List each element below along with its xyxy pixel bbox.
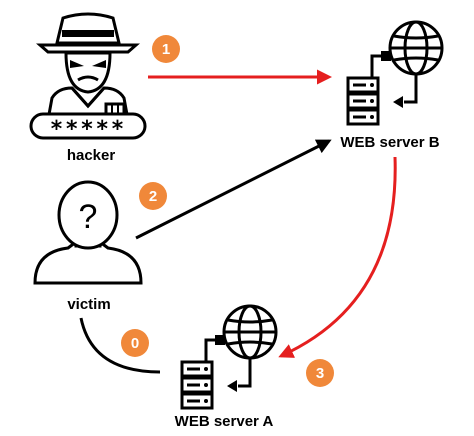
svg-text:0: 0 (131, 335, 139, 352)
step-badge-1: 1 (152, 35, 180, 63)
svg-text:2: 2 (149, 188, 157, 205)
arrow-victim-to-server-b (135, 139, 332, 240)
svg-text:1: 1 (162, 41, 170, 58)
svg-text:3: 3 (316, 365, 324, 382)
server-a-label: WEB server A (175, 413, 274, 430)
arrow-server-b-to-server-a (278, 156, 397, 358)
step-badge-2: 2 (139, 182, 167, 210)
server-globe-icon (346, 20, 444, 126)
victim-icon: ? (33, 180, 143, 285)
svg-text:?: ? (79, 198, 98, 236)
step-badge-3: 3 (306, 359, 334, 387)
link-victim-to-server-a (79, 317, 161, 374)
server-globe-icon (180, 304, 278, 410)
hacker-icon: ***** (29, 12, 147, 142)
server-b-label: WEB server B (340, 134, 439, 151)
hacker-label: hacker (67, 147, 116, 164)
step-badge-0: 0 (121, 329, 149, 357)
svg-text:*****: ***** (50, 117, 126, 142)
victim-label: victim (67, 296, 110, 313)
